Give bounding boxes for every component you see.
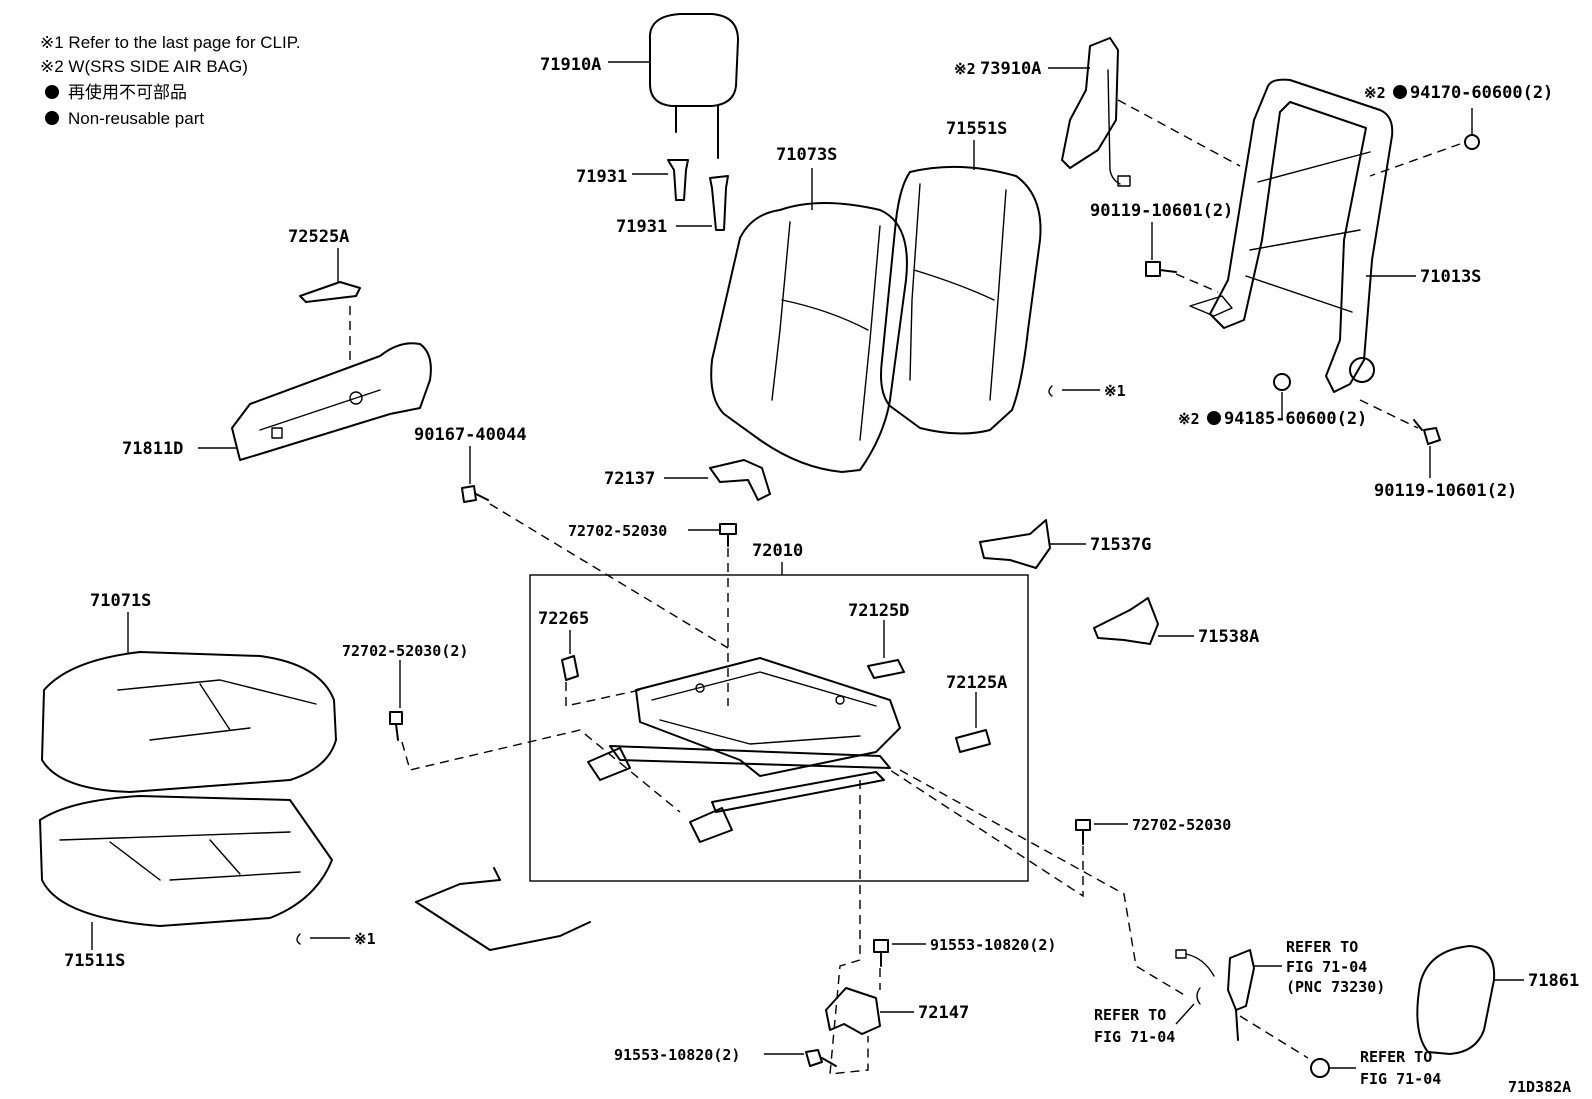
bolt-91553-b-part[interactable]: 91553-10820(2) [614, 1046, 837, 1067]
nonreusable-dot-icon [1393, 85, 1407, 99]
bolt-72702-a-part[interactable]: 72702-52030 [568, 522, 737, 547]
refer-c-line2: FIG 71-04 [1360, 1070, 1441, 1088]
clip-note: ※1 Refer to the last page for CLIP. [40, 33, 301, 52]
nonreusable-dot-icon [1207, 411, 1221, 425]
clip-marker-bottom: ※1 [296, 930, 376, 948]
cover-72125D-part[interactable]: 72125D [848, 601, 909, 679]
knob-71861-part[interactable]: 71861 [1416, 945, 1579, 1055]
label-71511S: 71511S [64, 951, 125, 971]
label-94185-prefix: ※2 [1178, 410, 1200, 428]
cover-71537G-part[interactable]: 71537G [979, 519, 1151, 569]
refer-a-line3: (PNC 73230) [1286, 978, 1385, 996]
label-73910A-prefix: ※2 [954, 60, 976, 78]
label-72125A: 72125A [946, 673, 1007, 693]
cover-71538A-part[interactable]: 71538A [1093, 597, 1259, 647]
label-71538A: 71538A [1198, 627, 1259, 647]
seatbelt-buckle-part[interactable] [1175, 949, 1282, 1041]
side-shield-part[interactable]: 71811D [122, 342, 432, 461]
refer-a-line1: REFER TO [1286, 938, 1358, 956]
label-71537G: 71537G [1090, 535, 1151, 555]
bolt-72702-c-part[interactable]: 72702-52030 [1075, 816, 1231, 845]
refer-b-line2: FIG 71-04 [1094, 1028, 1175, 1046]
label-94185: 94185-60600(2) [1224, 409, 1367, 429]
label-72702-c: 72702-52030 [1132, 816, 1231, 834]
seatback-cover-part[interactable]: 71073S [710, 145, 908, 473]
screw-90167-part[interactable]: 90167-40044 [414, 425, 527, 503]
refer-fig-71-04-clip: REFER TO FIG 71-04 [1094, 1006, 1175, 1046]
side-airbag-part[interactable]: ※2 73910A [954, 37, 1131, 187]
figure-code: 71D382A [1508, 1078, 1571, 1096]
label-94170: 94170-60600(2) [1410, 83, 1553, 103]
label-71861: 71861 [1528, 971, 1579, 991]
bolt-72702-b-part[interactable]: 72702-52030(2) [342, 642, 468, 741]
label-71910A: 71910A [540, 55, 601, 75]
seat-adjuster-assembly[interactable]: 72010 [529, 541, 1029, 882]
label-90167: 90167-40044 [414, 425, 527, 445]
label-72125D: 72125D [848, 601, 909, 621]
label-72147: 72147 [918, 1003, 969, 1023]
label-72010: 72010 [752, 541, 803, 561]
nut-94170-part[interactable]: ※2 94170-60600(2) [1364, 83, 1553, 150]
refer-fig-71-04-nut: REFER TO FIG 71-04 [1360, 1048, 1441, 1088]
nonreusable-jp: 再使用不可部品 [68, 82, 187, 102]
refer-clip-part[interactable] [1175, 987, 1201, 1025]
seatback-pad-part[interactable]: 71551S [880, 119, 1042, 435]
label-71811D: 71811D [122, 439, 183, 459]
nonreusable-dot-icon [45, 85, 59, 99]
label-72702-a: 72702-52030 [568, 522, 667, 540]
nonreusable-dot-icon [45, 111, 59, 125]
refer-nut-part[interactable] [1310, 1058, 1356, 1078]
clip-marker-top: ※1 [1048, 382, 1126, 400]
cushion-cover-part[interactable]: 71071S [41, 591, 337, 793]
label-72702-b: 72702-52030(2) [342, 642, 468, 660]
refer-a-line2: FIG 71-04 [1286, 958, 1367, 976]
lever-cover-part[interactable]: 72525A [288, 227, 361, 303]
headrest-part[interactable]: 71910A [540, 13, 739, 159]
label-94170-prefix: ※2 [1364, 84, 1386, 102]
wire-part[interactable] [415, 867, 591, 951]
assembly-outline-box [529, 574, 1029, 882]
clip-72265-part[interactable]: 72265 [538, 609, 589, 681]
label-90119-b: 90119-10601(2) [1374, 481, 1517, 501]
bracket-72147-part[interactable]: 72147 [825, 987, 969, 1035]
label-71071S: 71071S [90, 591, 151, 611]
headrest-support-part[interactable]: 71931 71931 [576, 159, 729, 237]
label-71013S: 71013S [1420, 267, 1481, 287]
cushion-pad-part[interactable]: 71511S [39, 795, 333, 971]
label-clip1-top: ※1 [1104, 382, 1126, 400]
bolt-91553-a-part[interactable]: 91553-10820(2) [873, 936, 1056, 967]
notes-block: ※1 Refer to the last page for CLIP. ※2 W… [40, 33, 301, 128]
refer-fig-71-04-buckle: REFER TO FIG 71-04 (PNC 73230) [1286, 938, 1385, 996]
label-90119-a: 90119-10601(2) [1090, 201, 1233, 221]
bracket-72137-part[interactable]: 72137 [604, 459, 771, 501]
airbag-note: ※2 W(SRS SIDE AIR BAG) [40, 57, 248, 76]
label-73910A: 73910A [980, 59, 1041, 79]
label-72525A: 72525A [288, 227, 349, 247]
label-71551S: 71551S [946, 119, 1007, 139]
nonreusable-en: Non-reusable part [68, 109, 204, 128]
cover-72125A-part[interactable]: 72125A [946, 673, 1007, 753]
label-clip1-bottom: ※1 [354, 930, 376, 948]
seatback-frame-part[interactable]: 71013S [1189, 78, 1481, 393]
label-91553-a: 91553-10820(2) [930, 936, 1056, 954]
label-71073S: 71073S [776, 145, 837, 165]
refer-c-line1: REFER TO [1360, 1048, 1432, 1066]
refer-b-line1: REFER TO [1094, 1006, 1166, 1024]
label-72265: 72265 [538, 609, 589, 629]
label-71931-a: 71931 [576, 167, 627, 187]
label-91553-b: 91553-10820(2) [614, 1046, 740, 1064]
bolt-90119-a-part[interactable]: 90119-10601(2) [1090, 201, 1233, 277]
nut-94185-part[interactable]: ※2 94185-60600(2) [1178, 373, 1367, 429]
label-72137: 72137 [604, 469, 655, 489]
label-71931-b: 71931 [616, 217, 667, 237]
bolt-90119-b-part[interactable]: 90119-10601(2) [1374, 419, 1517, 501]
